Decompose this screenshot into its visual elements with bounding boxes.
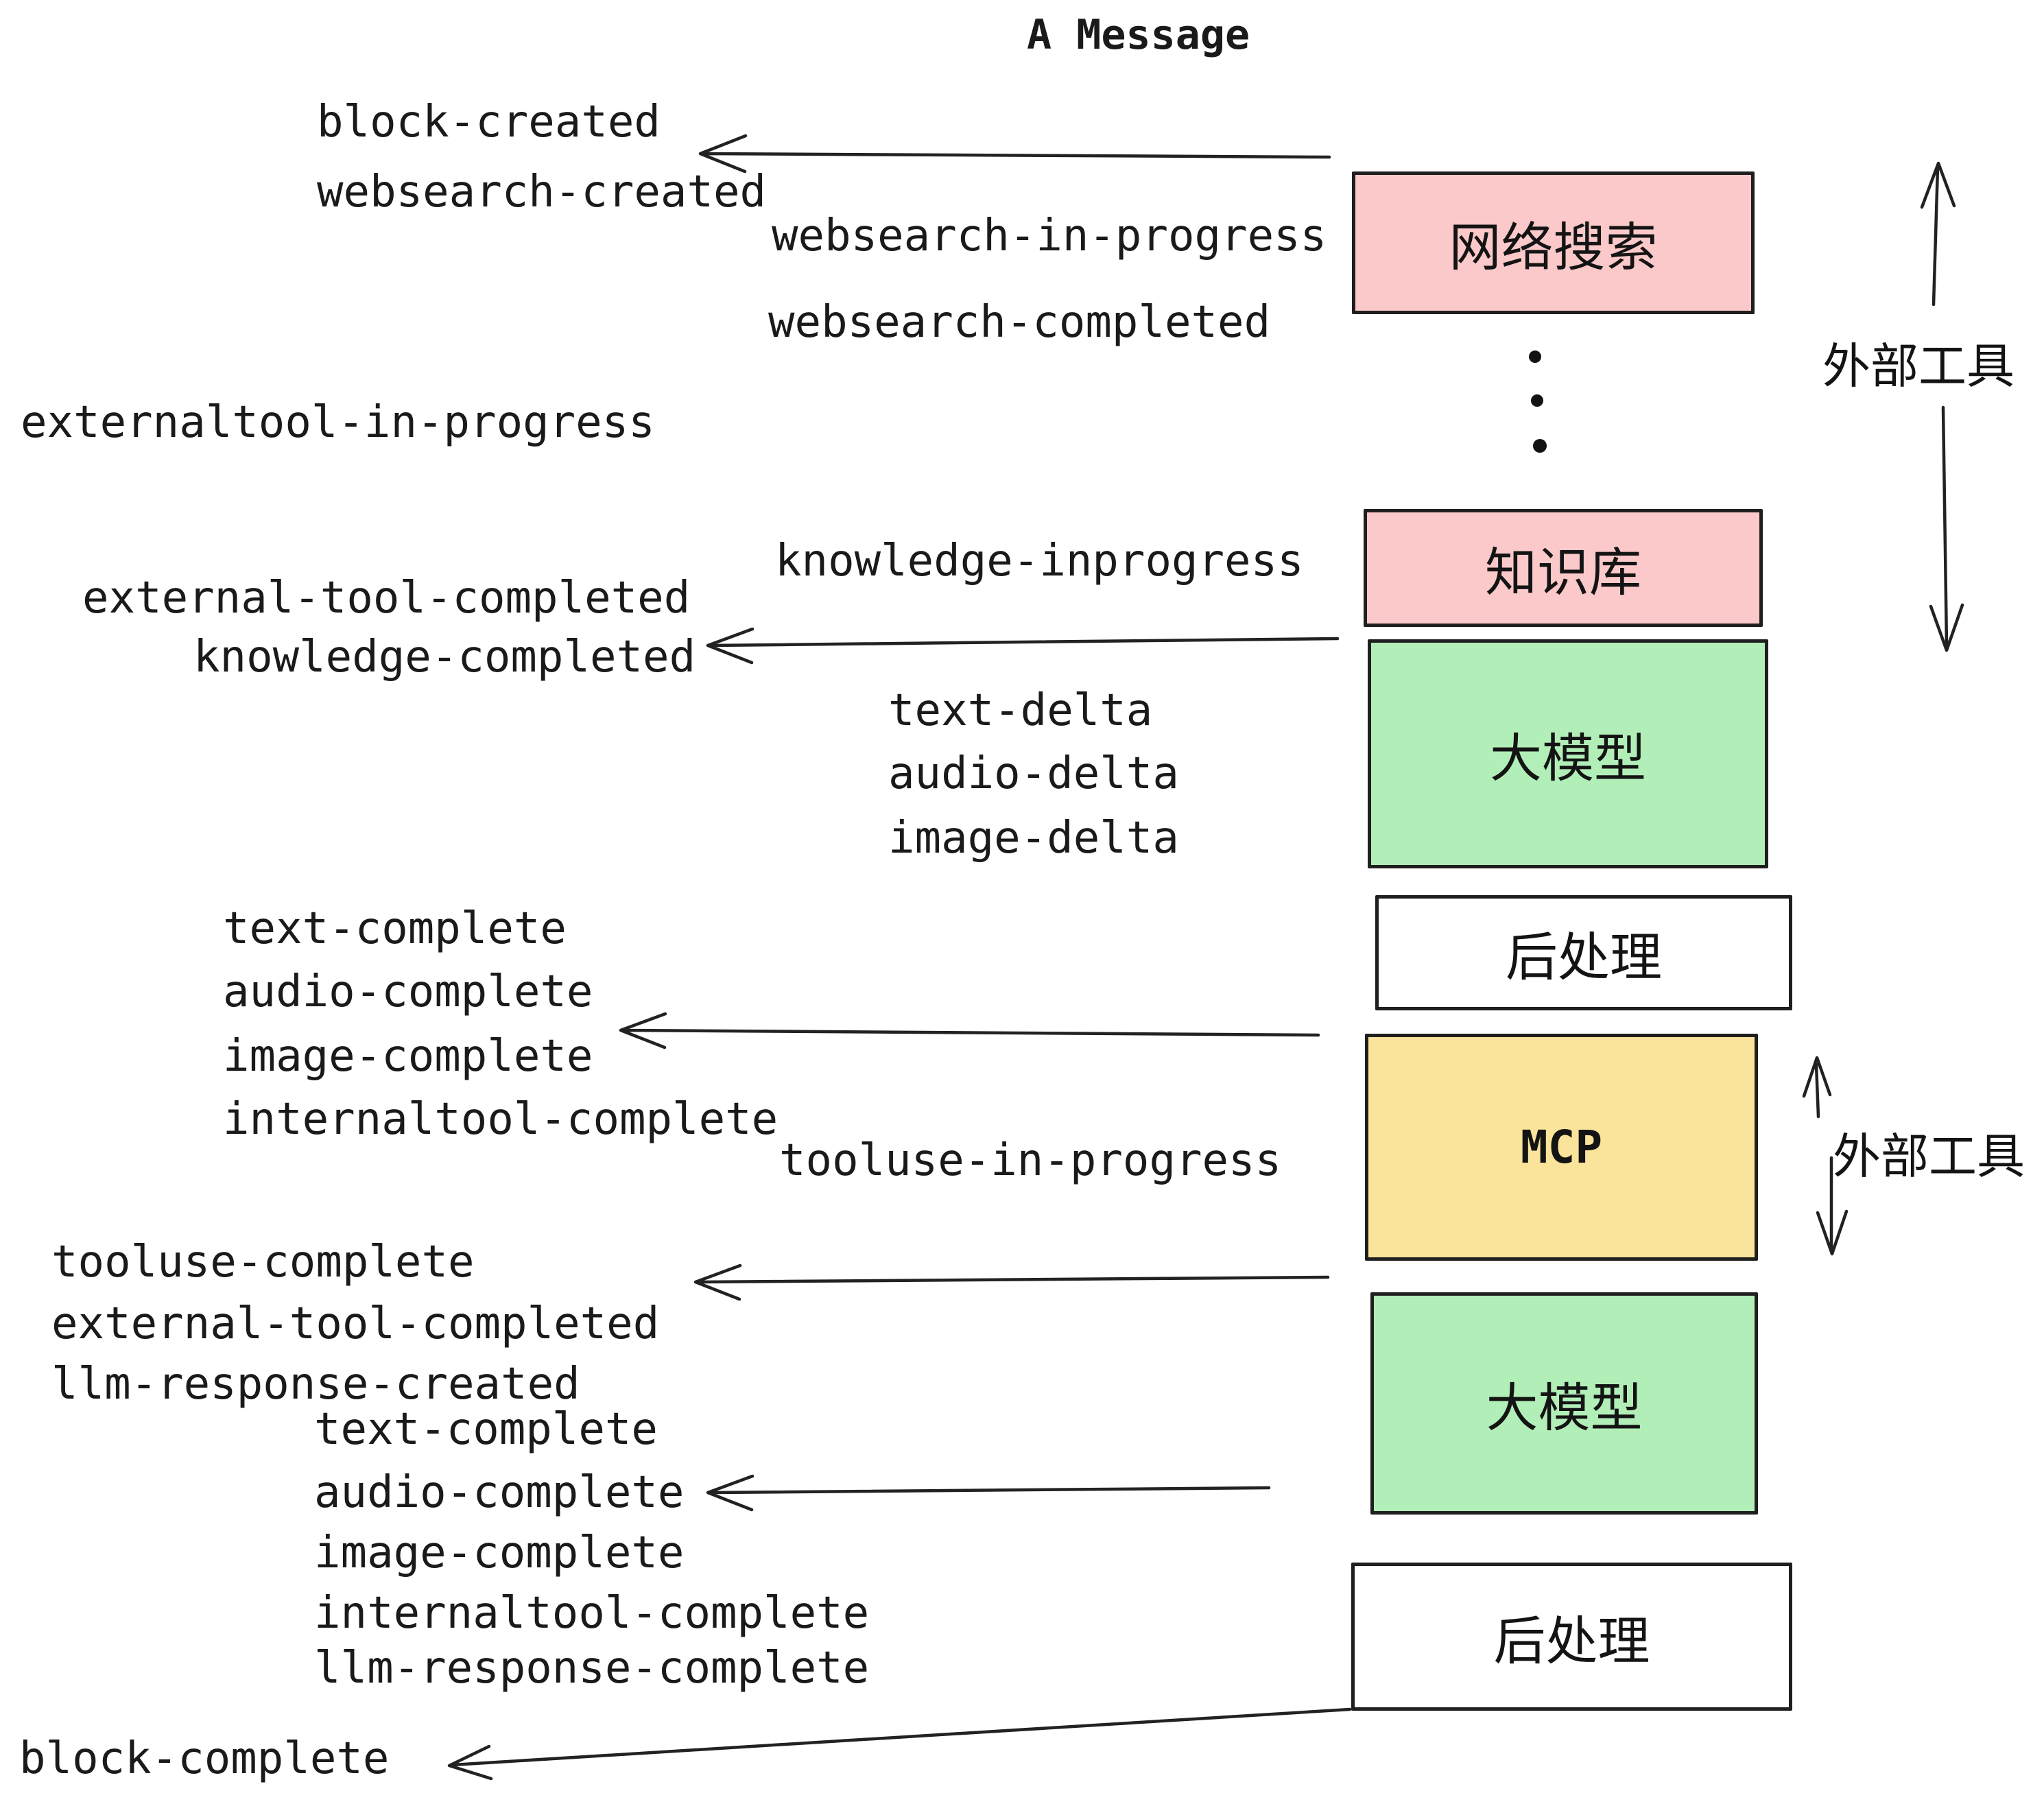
- event-image-complete-2: image-complete: [314, 1528, 685, 1578]
- box-knowledge: 知识库: [1364, 509, 1763, 627]
- arrow-to-block-complete: [447, 1707, 1352, 1781]
- box-postprocess-2-label: 后处理: [1493, 1611, 1650, 1672]
- arrow-to-image-complete: [619, 1012, 1320, 1049]
- box-postprocess-2: 后处理: [1351, 1563, 1792, 1711]
- arrow-to-knowledge-completed: [706, 627, 1340, 665]
- arrow-to-audio-complete: [706, 1474, 1271, 1512]
- event-external-tool-completed-2: external-tool-completed: [51, 1298, 660, 1349]
- arrow-to-block-created: [698, 134, 1331, 174]
- box-postprocess-1-label: 后处理: [1506, 927, 1662, 988]
- box-llm-2: 大模型: [1370, 1292, 1758, 1515]
- box-llm-1-label: 大模型: [1490, 728, 1646, 789]
- event-audio-delta-1: audio-delta: [888, 748, 1179, 799]
- event-knowledge-completed: knowledge-completed: [193, 632, 696, 683]
- event-websearch-completed: websearch-completed: [768, 297, 1271, 348]
- event-tooluse-in-progress: tooluse-in-progress: [779, 1135, 1282, 1186]
- event-audio-complete-1: audio-complete: [223, 966, 593, 1017]
- event-block-complete: block-complete: [19, 1733, 390, 1784]
- arrow-to-tooluse-complete: [693, 1263, 1330, 1301]
- event-image-complete-1: image-complete: [223, 1031, 593, 1082]
- vertical-ellipsis-icon: [1529, 351, 1547, 453]
- event-image-delta-1: image-delta: [888, 813, 1179, 864]
- event-internaltool-complete-2: internaltool-complete: [314, 1588, 870, 1639]
- event-block-created: block-created: [317, 97, 661, 147]
- event-text-complete-2: text-complete: [314, 1404, 658, 1455]
- event-text-complete-1: text-complete: [223, 903, 567, 954]
- event-websearch-created: websearch-created: [317, 167, 767, 217]
- external-tools-label-top: 外部工具: [1822, 338, 2015, 394]
- box-postprocess-1: 后处理: [1375, 895, 1792, 1010]
- event-knowledge-inprogress: knowledge-inprogress: [775, 536, 1304, 586]
- box-llm-1: 大模型: [1368, 639, 1768, 868]
- event-llm-response-created: llm-response-created: [51, 1359, 580, 1410]
- box-llm-2-label: 大模型: [1486, 1377, 1643, 1438]
- diagram-title: A Message: [1027, 11, 1250, 59]
- external-tools-down-arrow-mcp: [1816, 1156, 1849, 1256]
- box-websearch: 网络搜索: [1352, 171, 1755, 314]
- external-tools-up-arrow-mcp: [1802, 1056, 1832, 1119]
- event-tooluse-complete: tooluse-complete: [51, 1237, 475, 1287]
- event-external-tool-completed-1: external-tool-completed: [82, 573, 691, 624]
- external-tools-up-arrow-top: [1920, 161, 1956, 307]
- external-tools-label-mcp: 外部工具: [1833, 1128, 2025, 1185]
- box-mcp: MCP: [1365, 1034, 1758, 1261]
- event-audio-complete-2: audio-complete: [314, 1467, 685, 1518]
- external-tools-down-arrow-top: [1929, 405, 1964, 652]
- event-websearch-in-progress: websearch-in-progress: [772, 211, 1327, 261]
- event-text-delta-1: text-delta: [888, 685, 1153, 736]
- event-externaltool-in-progress: externaltool-in-progress: [21, 397, 655, 448]
- box-websearch-label: 网络搜索: [1449, 217, 1658, 278]
- box-mcp-label: MCP: [1520, 1121, 1603, 1174]
- box-knowledge-label: 知识库: [1485, 542, 1641, 603]
- event-llm-response-complete: llm-response-complete: [314, 1643, 870, 1694]
- event-internaltool-complete-1: internaltool-complete: [223, 1094, 779, 1145]
